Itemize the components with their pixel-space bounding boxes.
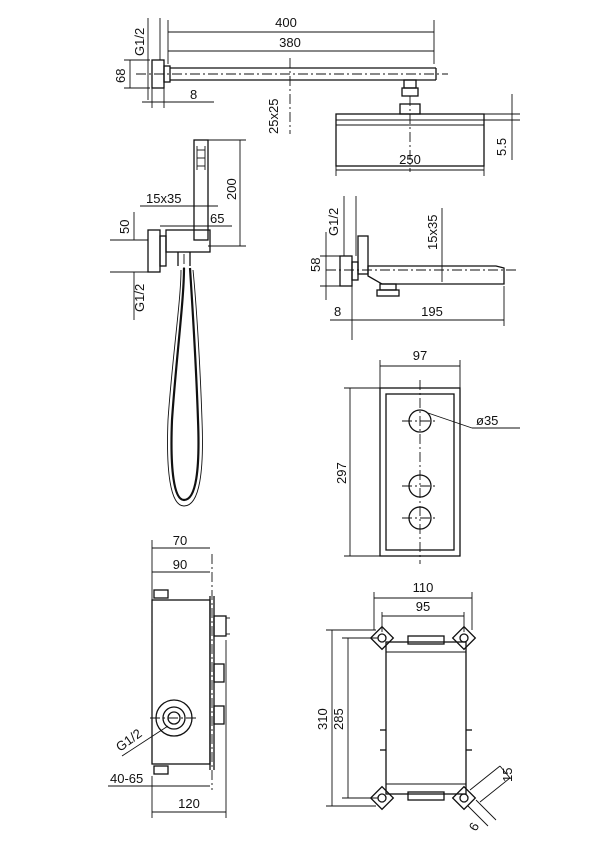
dim-text-400: 400 xyxy=(275,15,297,30)
dim-bracket-projection: 65 xyxy=(160,211,232,227)
dim-front-tab-6: 6 xyxy=(466,799,497,834)
dim-front-285: 285 xyxy=(331,637,378,799)
dim-text-5-5: 5.5 xyxy=(494,138,509,156)
dim-text-65: 65 xyxy=(210,211,224,226)
dim-spout-thread: G1/2 xyxy=(326,196,357,256)
dim-text-90: 90 xyxy=(173,557,187,572)
thread-label: G1/2 xyxy=(132,28,147,56)
valve-body-side-view: 70 90 G1/2 40-65 120 xyxy=(108,533,230,818)
dim-text-15x35-hand: 15x35 xyxy=(146,191,181,206)
spout-view: G1/2 15x35 58 8 195 xyxy=(308,196,516,340)
dim-head-thickness: 5.5 xyxy=(484,94,520,160)
dim-text-200: 200 xyxy=(224,178,239,200)
dim-text-97: 97 xyxy=(413,348,427,363)
dim-side-40-65: 40-65 xyxy=(108,771,210,787)
arm-shape xyxy=(136,58,448,134)
dim-arm-total: 400 xyxy=(167,15,435,64)
dim-front-tab-15: 15 xyxy=(469,765,515,803)
dim-flange-depth: 8 xyxy=(142,87,214,108)
mounting-tab-top-right xyxy=(451,625,477,651)
valve-body-front-view: 110 95 310 285 15 6 xyxy=(315,580,515,834)
dim-front-110: 110 xyxy=(373,580,473,630)
dim-plate-width: 97 xyxy=(379,348,461,388)
dim-text-8-top: 8 xyxy=(190,87,197,102)
dim-text-6: 6 xyxy=(466,820,483,834)
dim-flange-height: 68 xyxy=(113,59,150,89)
dim-front-310: 310 xyxy=(315,629,376,807)
dim-text-70: 70 xyxy=(173,533,187,548)
control-plate-view: 97 297 ø35 xyxy=(334,348,520,564)
dim-text-15x35-spout: 15x35 xyxy=(425,215,440,250)
dim-text-40-65: 40-65 xyxy=(110,771,143,786)
dim-text-15: 15 xyxy=(500,768,515,782)
dim-side-thread: G1/2 xyxy=(113,725,169,757)
dim-side-90: 90 xyxy=(152,557,210,573)
dim-text-250: 250 xyxy=(399,152,421,167)
dim-head-width: 250 xyxy=(335,152,485,176)
thread-label-valve: G1/2 xyxy=(113,726,145,755)
thread-label-hand: G1/2 xyxy=(132,284,147,312)
dim-spout-flange-height: 58 xyxy=(308,232,340,300)
dim-text-58: 58 xyxy=(308,258,323,272)
dim-text-310: 310 xyxy=(315,708,330,730)
dim-text-50: 50 xyxy=(117,220,132,234)
dim-text-297: 297 xyxy=(334,462,349,484)
dim-side-70: 70 xyxy=(151,533,210,600)
dim-front-95: 95 xyxy=(381,599,465,632)
hand-shower-view: 200 15x35 65 50 G1/2 xyxy=(110,139,246,507)
dim-plate-height: 297 xyxy=(334,387,380,557)
dim-text-195: 195 xyxy=(421,304,443,319)
dim-text-8-spout: 8 xyxy=(334,304,341,319)
dim-text-110: 110 xyxy=(413,580,434,595)
dim-side-120: 120 xyxy=(151,640,227,818)
dim-spout-section: 15x35 xyxy=(425,208,443,282)
dim-handle-length: 200 xyxy=(208,139,246,247)
dim-text-d35: ø35 xyxy=(476,413,498,428)
dim-text-120: 120 xyxy=(178,796,200,811)
dim-bracket-height: 50 xyxy=(110,212,148,241)
dim-text-95: 95 xyxy=(416,599,430,614)
dim-hand-thread: G1/2 xyxy=(110,271,148,320)
dim-text-68: 68 xyxy=(113,69,128,83)
dim-knob-diameter: ø35 xyxy=(427,412,520,429)
shower-head-view: 250 5.5 xyxy=(335,94,520,176)
dim-spout-length: 8 195 xyxy=(330,286,505,340)
dim-arm-exposed: 380 xyxy=(168,35,434,52)
thread-label-spout: G1/2 xyxy=(326,208,341,236)
dim-text-285: 285 xyxy=(331,708,346,730)
dim-text-25x25: 25x25 xyxy=(266,99,281,134)
dim-text-380: 380 xyxy=(279,35,301,50)
overhead-arm-view: 400 380 G1/2 68 8 25x25 xyxy=(113,15,448,134)
dim-thread: G1/2 xyxy=(132,18,161,100)
dim-handle-section: 15x35 xyxy=(140,191,218,207)
mounting-tab-bottom-right xyxy=(451,785,477,811)
